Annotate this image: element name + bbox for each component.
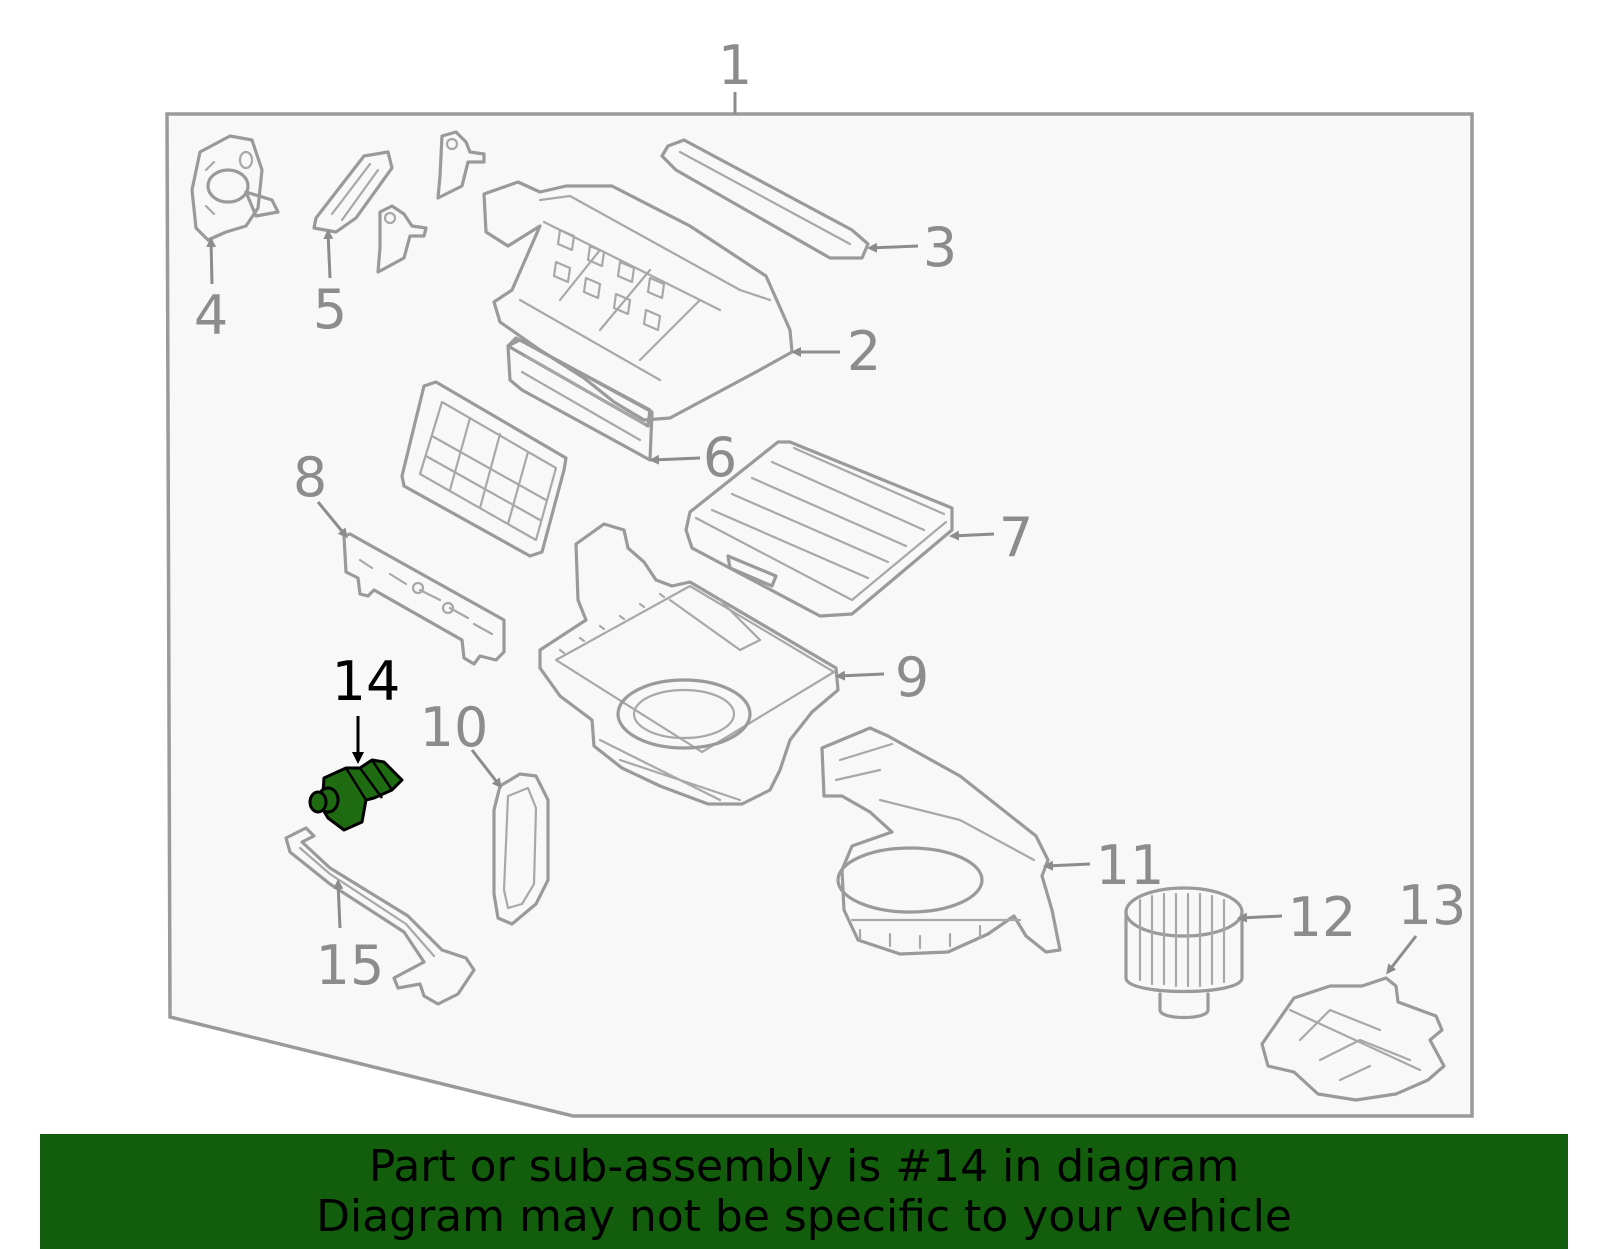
leader-6 [649, 454, 701, 465]
part-3-seal [660, 138, 870, 260]
leader-5 [323, 229, 334, 279]
part-7-filter [684, 440, 954, 618]
leader-4 [206, 237, 217, 285]
callout-2: 2 [847, 320, 881, 383]
banner-line-disclaimer: Diagram may not be specific to your vehi… [316, 1190, 1292, 1242]
part-5-link [312, 130, 486, 274]
callout-7: 7 [999, 506, 1033, 569]
callout-4: 4 [194, 284, 228, 347]
callout-13: 13 [1398, 874, 1467, 937]
callout-6: 6 [703, 426, 737, 489]
callout-1: 1 [718, 34, 752, 97]
info-banner: Part or sub-assembly is #14 in diagram D… [40, 1134, 1568, 1249]
heater-core-grid [400, 380, 568, 558]
leader-10 [470, 749, 502, 789]
diagram-canvas: 1 2 3 4 5 6 7 8 9 10 11 12 13 14 15 [165, 34, 1474, 1118]
part-9-lower-case [538, 522, 840, 806]
leader-7 [949, 530, 995, 541]
leader-3 [867, 242, 919, 253]
callout-14: 14 [332, 650, 401, 713]
callout-11: 11 [1096, 834, 1165, 897]
callout-5: 5 [313, 278, 347, 341]
leader-15 [333, 879, 344, 929]
leader-9 [835, 670, 885, 681]
leader-11 [1043, 860, 1091, 871]
callout-12: 12 [1288, 886, 1357, 949]
leader-13 [1386, 935, 1418, 975]
leader-8 [316, 501, 348, 539]
part-14-sensor-highlighted [308, 758, 404, 832]
callout-10: 10 [420, 696, 489, 759]
part-12-blower-wheel [1124, 886, 1244, 1020]
part-8-bracket [342, 532, 506, 666]
part-15-harness [284, 826, 476, 1006]
part-11-blower-housing [820, 726, 1062, 956]
callout-15: 15 [316, 934, 385, 997]
part-4-actuator [190, 134, 280, 242]
part-13-intake-cover [1260, 976, 1446, 1102]
leader-12 [1237, 912, 1283, 923]
callout-9: 9 [895, 646, 929, 709]
callout-8: 8 [293, 446, 327, 509]
callout-3: 3 [923, 216, 957, 279]
part-10-gasket [492, 772, 550, 926]
banner-line-part: Part or sub-assembly is #14 in diagram [368, 1140, 1240, 1192]
